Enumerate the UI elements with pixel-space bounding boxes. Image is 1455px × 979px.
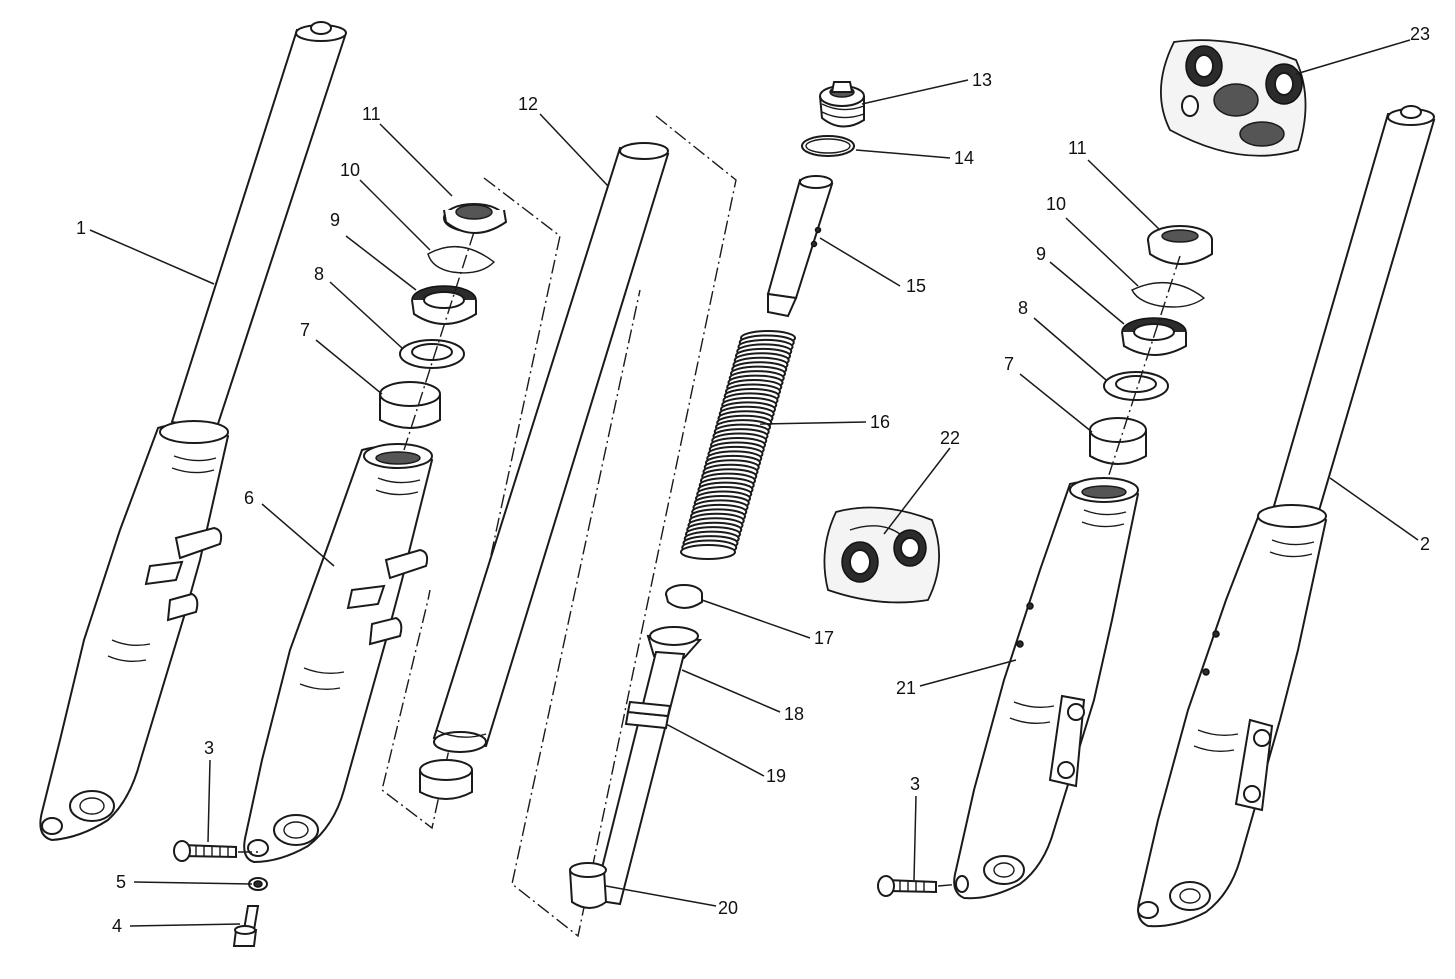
- callout-12: 12: [518, 94, 538, 114]
- callout-8-left: 8: [314, 264, 324, 284]
- callout-11-left: 11: [362, 104, 381, 124]
- ring-17: [665, 584, 703, 609]
- callout-15: 15: [906, 276, 926, 296]
- seal-stack-right: [1089, 225, 1213, 485]
- callout-11-right: 11: [1068, 138, 1087, 158]
- callout-21: 21: [896, 678, 916, 698]
- callout-5: 5: [116, 872, 126, 892]
- callout-9-right: 9: [1036, 244, 1046, 264]
- callout-19: 19: [766, 766, 786, 786]
- cartridge-group: [511, 115, 737, 938]
- callout-17: 17: [814, 628, 834, 648]
- callout-20: 20: [718, 898, 738, 918]
- callout-1: 1: [76, 218, 86, 238]
- seal-stack-left: [379, 203, 508, 451]
- spring-16: [680, 330, 796, 560]
- bushing-20: [569, 862, 608, 909]
- seal-kit-22: [823, 506, 940, 604]
- o-ring-14: [801, 135, 855, 157]
- callout-10-right: 10: [1046, 194, 1066, 214]
- fork-slider-right: [953, 477, 1140, 900]
- callout-22: 22: [940, 428, 960, 448]
- callout-9-left: 9: [330, 210, 340, 230]
- piston-rod-18: [592, 626, 703, 906]
- callout-14: 14: [954, 148, 974, 168]
- seal-kit-23: [1160, 39, 1307, 157]
- spring-coil: [680, 544, 736, 560]
- callout-13: 13: [972, 70, 992, 90]
- callout-7-right: 7: [1004, 354, 1014, 374]
- callout-6: 6: [244, 488, 254, 508]
- callout-4: 4: [112, 916, 122, 936]
- fork-slider-left: [243, 443, 434, 864]
- bolt-4: [232, 905, 260, 947]
- callout-10-left: 10: [340, 160, 360, 180]
- callout-3-right: 3: [910, 774, 920, 794]
- callout-labels: 1 2 3 3 4 5 6 7 7 8 8 9 9 10 10 11 11 12…: [76, 24, 1430, 936]
- top-cap: [819, 81, 865, 128]
- callout-8-right: 8: [1018, 298, 1028, 318]
- callout-7-left: 7: [300, 320, 310, 340]
- inner-tube-group: [381, 142, 670, 830]
- leader-lines: [89, 39, 1419, 927]
- callout-23: 23: [1410, 24, 1430, 44]
- fork-leg-right-assembled: [1137, 105, 1436, 928]
- callout-2: 2: [1420, 534, 1430, 554]
- callout-3-left: 3: [204, 738, 214, 758]
- spacer-15: [766, 175, 834, 318]
- bolt-3-right: [877, 875, 969, 897]
- callout-18: 18: [784, 704, 804, 724]
- fork-leg-left-assembled: [39, 21, 347, 842]
- callout-16: 16: [870, 412, 890, 432]
- bolt-3-left: [173, 840, 262, 862]
